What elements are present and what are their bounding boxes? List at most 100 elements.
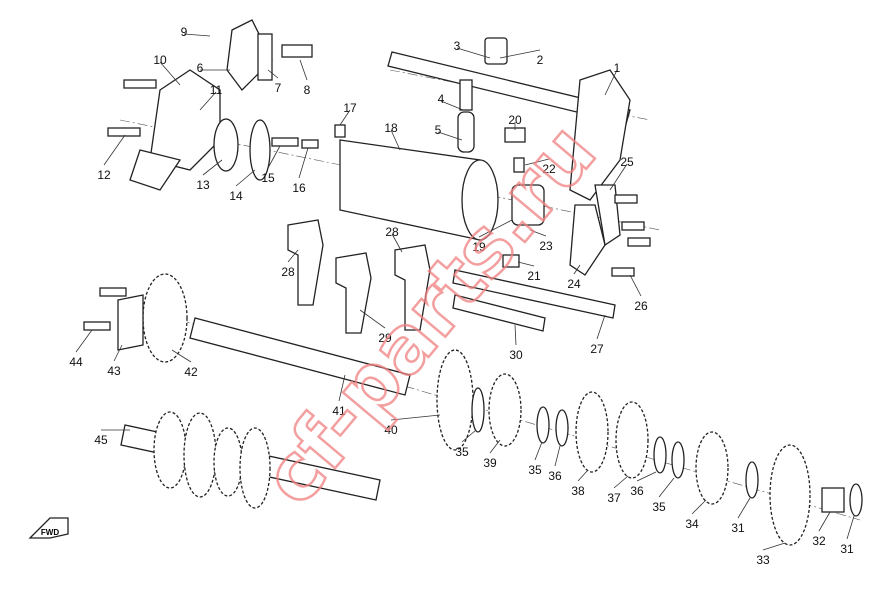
leader-line bbox=[554, 445, 561, 467]
callout-22: 22 bbox=[542, 162, 556, 176]
bolt-upper bbox=[99, 287, 127, 297]
callout-42: 42 bbox=[184, 365, 198, 379]
gear-main-1 bbox=[153, 411, 187, 489]
callout-3: 3 bbox=[454, 39, 461, 53]
spring-22 bbox=[513, 157, 525, 173]
lever-24 bbox=[569, 204, 606, 276]
callout-33: 33 bbox=[756, 553, 770, 567]
callout-26: 26 bbox=[634, 299, 648, 313]
countershaft bbox=[189, 317, 411, 396]
washer-31a bbox=[745, 461, 759, 499]
gear-33 bbox=[769, 444, 811, 546]
leader-line bbox=[235, 169, 256, 187]
leader-line bbox=[489, 439, 501, 454]
callout-11: 11 bbox=[210, 83, 223, 97]
pin bbox=[457, 111, 475, 153]
sprocket bbox=[142, 273, 188, 363]
callout-15: 15 bbox=[261, 171, 275, 185]
leader-line bbox=[529, 229, 547, 237]
leader-line bbox=[517, 261, 535, 267]
fork-shaft-30 bbox=[452, 294, 546, 332]
callout-5: 5 bbox=[435, 123, 442, 137]
leader-line bbox=[113, 344, 123, 362]
leader-line bbox=[103, 134, 126, 166]
return-spring bbox=[257, 33, 273, 81]
gear-main-3 bbox=[213, 427, 243, 497]
leader-line bbox=[524, 158, 550, 166]
leader-line bbox=[499, 49, 541, 59]
callout-16: 16 bbox=[292, 181, 306, 195]
leader-line bbox=[762, 542, 786, 551]
bolt-c bbox=[627, 237, 651, 247]
spring bbox=[459, 79, 473, 111]
plate-43 bbox=[117, 294, 144, 351]
leader-line bbox=[514, 324, 517, 346]
callout-9: 9 bbox=[181, 25, 188, 39]
leader-line bbox=[202, 159, 223, 176]
leader-line bbox=[183, 33, 211, 37]
callout-28: 28 bbox=[281, 265, 295, 279]
fwd-label: FWD bbox=[41, 528, 59, 537]
callout-2: 2 bbox=[537, 53, 544, 67]
leader-line bbox=[75, 329, 93, 353]
bolt bbox=[484, 37, 508, 65]
shift-fork-29 bbox=[335, 252, 372, 334]
shift-fork-28a bbox=[287, 219, 324, 306]
washer-36b bbox=[653, 436, 667, 474]
leader-line bbox=[691, 499, 707, 515]
leader-line bbox=[440, 100, 464, 111]
callout-1: 1 bbox=[614, 61, 621, 75]
callout-45: 45 bbox=[94, 433, 108, 447]
leader-line bbox=[437, 131, 463, 141]
callout-29: 29 bbox=[378, 331, 392, 345]
leader-line bbox=[629, 274, 642, 297]
leader-line bbox=[456, 47, 491, 59]
leader-line bbox=[636, 471, 657, 482]
leader-line bbox=[299, 59, 308, 81]
callout-10: 10 bbox=[153, 53, 167, 67]
leader-line bbox=[609, 163, 628, 191]
leader-line bbox=[390, 414, 441, 421]
callout-14: 14 bbox=[229, 189, 243, 203]
washer-31b bbox=[849, 483, 863, 517]
leader-line bbox=[613, 475, 629, 489]
shift-shaft-arm bbox=[569, 69, 631, 201]
callout-32: 32 bbox=[812, 534, 826, 548]
callout-25: 25 bbox=[620, 155, 634, 169]
shift-drum-end bbox=[461, 159, 499, 241]
leader-line bbox=[534, 441, 543, 461]
leader-line bbox=[159, 61, 181, 86]
leader-line bbox=[846, 515, 855, 540]
leader-line bbox=[818, 511, 831, 532]
callout-36: 36 bbox=[630, 484, 644, 498]
callout-21: 21 bbox=[527, 269, 541, 283]
leader-line bbox=[267, 69, 279, 79]
leader-line bbox=[339, 109, 351, 126]
leader-line bbox=[604, 69, 618, 96]
circlip-35a bbox=[471, 387, 485, 433]
bushing-32 bbox=[821, 487, 845, 513]
washer-36a bbox=[555, 409, 569, 447]
callout-40: 40 bbox=[384, 423, 398, 437]
bolt-b bbox=[621, 221, 645, 231]
callout-31: 31 bbox=[731, 521, 745, 535]
callout-27: 27 bbox=[590, 342, 604, 356]
circlip-35b bbox=[536, 406, 550, 444]
callout-44: 44 bbox=[69, 355, 83, 369]
stopper-lever bbox=[129, 149, 182, 191]
callout-36: 36 bbox=[548, 469, 562, 483]
leader-line bbox=[658, 477, 675, 498]
callout-28: 28 bbox=[385, 225, 399, 239]
washer-14 bbox=[249, 119, 271, 181]
leader-line bbox=[298, 147, 309, 179]
gear-39 bbox=[488, 373, 522, 447]
gear-34 bbox=[695, 431, 729, 505]
callout-7: 7 bbox=[275, 81, 282, 95]
callout-6: 6 bbox=[197, 61, 204, 75]
leader-line bbox=[573, 264, 581, 275]
pin-17 bbox=[334, 124, 346, 138]
shift-fork-28b bbox=[394, 244, 431, 331]
callout-17: 17 bbox=[343, 101, 357, 115]
callout-41: 41 bbox=[332, 404, 346, 418]
